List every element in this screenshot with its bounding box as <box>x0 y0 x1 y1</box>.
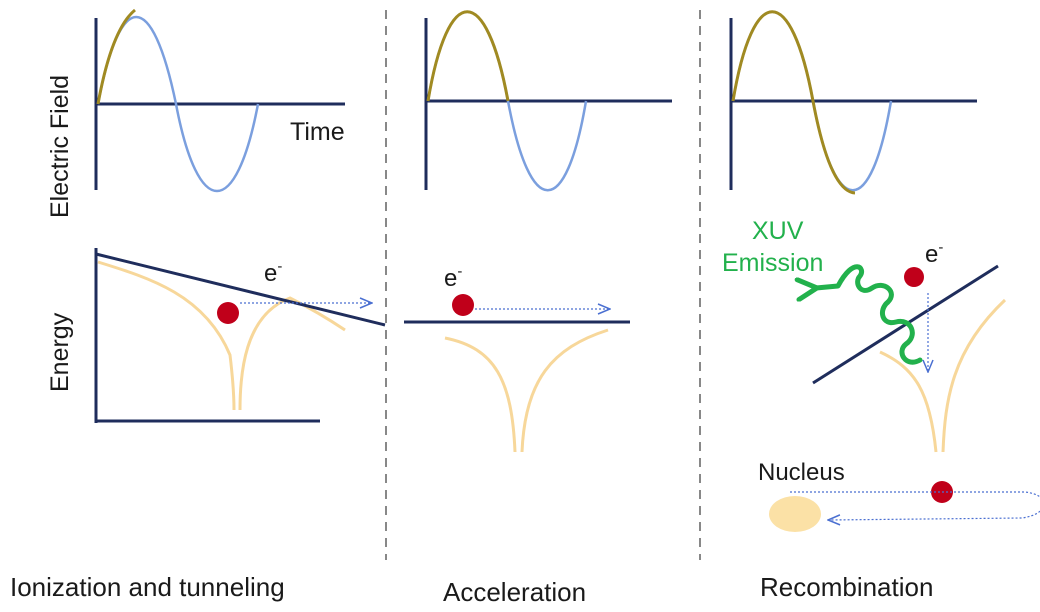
electron-label: e- <box>444 263 462 292</box>
time-axis-label: Time <box>290 118 345 146</box>
xuv-label-line2: Emission <box>722 249 823 277</box>
caption-recombination: Recombination <box>760 572 933 602</box>
coulomb-potential-right <box>520 328 609 453</box>
electron <box>904 267 924 287</box>
coulomb-potential-right <box>238 296 346 411</box>
coulomb-potential-left <box>879 350 938 453</box>
caption-ionization: Ionization and tunneling <box>10 572 285 602</box>
xuv-label-line1: XUV <box>752 217 804 245</box>
electron-label: e- <box>264 258 282 287</box>
panel-ionization: e- <box>94 8 386 423</box>
coulomb-potential-left <box>444 336 517 453</box>
xuv-photon-arrow <box>816 264 923 365</box>
electric-field-axis-label: Electric Field <box>46 75 74 218</box>
nucleus <box>769 496 821 532</box>
electron <box>452 294 474 316</box>
field-wave-highlight <box>731 10 856 195</box>
electron <box>217 302 239 324</box>
panel-recombination: e- XUV Emission Nucleus <box>722 10 1040 532</box>
caption-acceleration: Acceleration <box>443 577 586 607</box>
field-wave-highlight <box>426 10 510 102</box>
coulomb-potential-right <box>941 298 1007 453</box>
field-wave-highlight <box>96 8 136 105</box>
panel-acceleration: e- <box>404 10 672 453</box>
nucleus-label: Nucleus <box>758 459 845 486</box>
coulomb-potential-left <box>97 260 236 411</box>
energy-axis-label: Energy <box>46 312 74 392</box>
electron-label: e- <box>925 239 943 268</box>
laser-potential-line <box>95 252 386 327</box>
electron-trajectory <box>790 491 1040 520</box>
